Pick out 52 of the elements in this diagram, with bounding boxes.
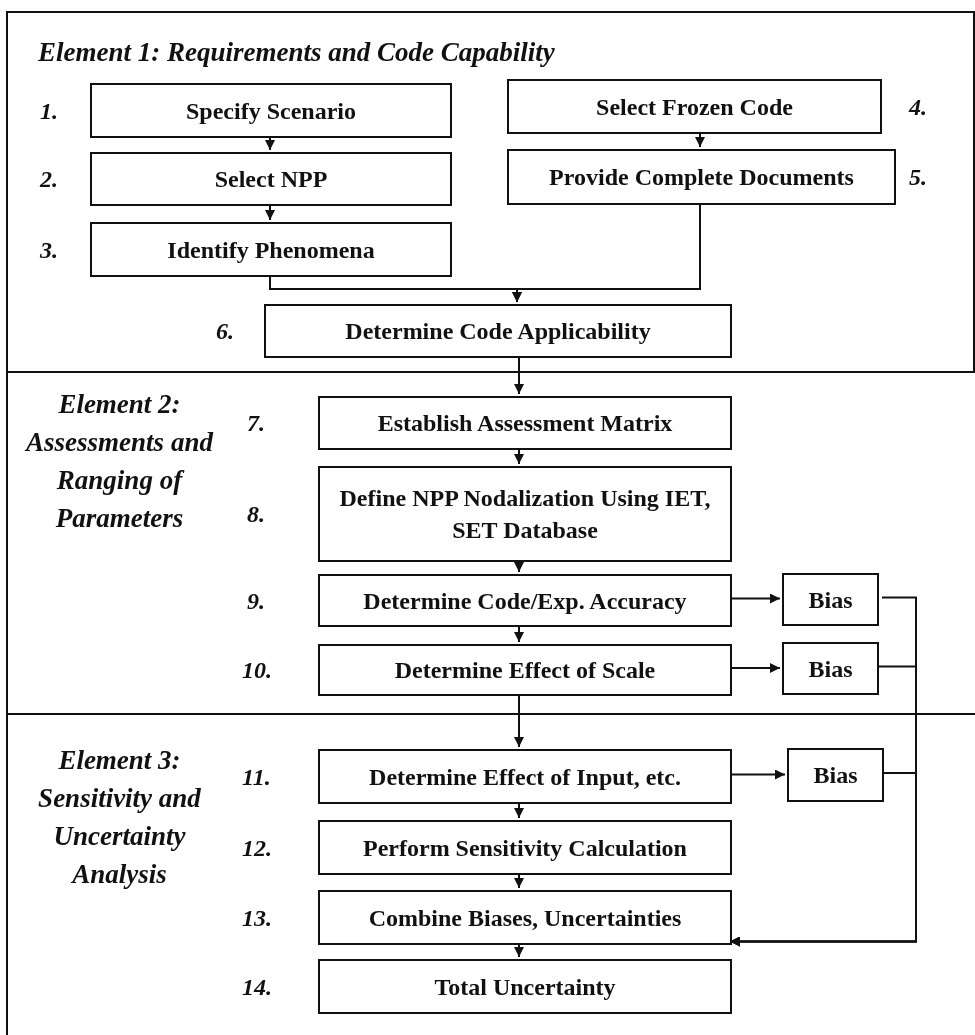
section-heading: Element 2: Assessments and Ranging of Parameters	[23, 388, 215, 535]
arrow	[265, 203, 275, 221]
section-panel	[6, 371, 975, 713]
process-box: Determine Effect of Scale	[318, 644, 732, 696]
section-heading: Element 1: Requirements and Code Capability	[38, 36, 556, 69]
arrow	[514, 693, 524, 748]
process-box: Establish Assessment Matrix	[318, 396, 732, 450]
process-box: Combine Biases, Uncertainties	[318, 890, 732, 945]
process-box: Total Uncertainty	[318, 959, 732, 1014]
step-number: 3.	[40, 235, 58, 265]
arrow	[514, 872, 524, 889]
process-box: Provide Complete Documents	[507, 149, 896, 205]
arrow	[729, 663, 781, 673]
arrow	[729, 769, 786, 780]
process-box: Identify Phenomena	[90, 222, 452, 277]
step-number: 2.	[40, 165, 58, 194]
step-number: 14.	[242, 972, 272, 1002]
section-heading: Element 3: Sensitivity and Uncertainty Analysis	[37, 744, 202, 891]
process-box: Bias	[782, 642, 879, 695]
arrow	[514, 942, 524, 958]
step-number: 5.	[909, 163, 927, 192]
process-box: Determine Code Applicability	[264, 304, 732, 358]
step-number: 1.	[40, 96, 58, 126]
section-panel	[6, 713, 975, 1035]
section-panel	[6, 11, 975, 371]
arrow	[265, 135, 275, 151]
process-box: Perform Sensitivity Calculation	[318, 820, 732, 875]
step-number: 6.	[216, 317, 234, 346]
process-box: Select Frozen Code	[507, 79, 882, 134]
arrow	[514, 559, 524, 573]
arrow	[729, 593, 781, 604]
arrow	[514, 447, 524, 465]
arrow	[695, 131, 705, 148]
step-number: 10.	[242, 656, 272, 685]
step-number: 11.	[242, 762, 271, 792]
arrow	[514, 801, 524, 819]
step-number: 4.	[909, 92, 927, 122]
arrow	[514, 355, 524, 395]
step-number: 13.	[242, 903, 272, 933]
process-box: Determine Effect of Input, etc.	[318, 749, 732, 804]
step-number: 9.	[247, 586, 265, 616]
process-box: Define NPP Nodalization Using IET, SET Database	[318, 466, 732, 562]
step-number: 12.	[242, 833, 272, 863]
process-box: Bias	[787, 748, 884, 802]
process-box: Bias	[782, 573, 879, 626]
process-box: Select NPP	[90, 152, 452, 206]
arrow	[512, 202, 701, 303]
step-number: 7.	[247, 409, 265, 438]
process-box: Determine Code/Exp. Accuracy	[318, 574, 732, 627]
arrow	[514, 624, 524, 643]
step-number: 8.	[247, 500, 265, 529]
process-box: Specify Scenario	[90, 83, 452, 138]
